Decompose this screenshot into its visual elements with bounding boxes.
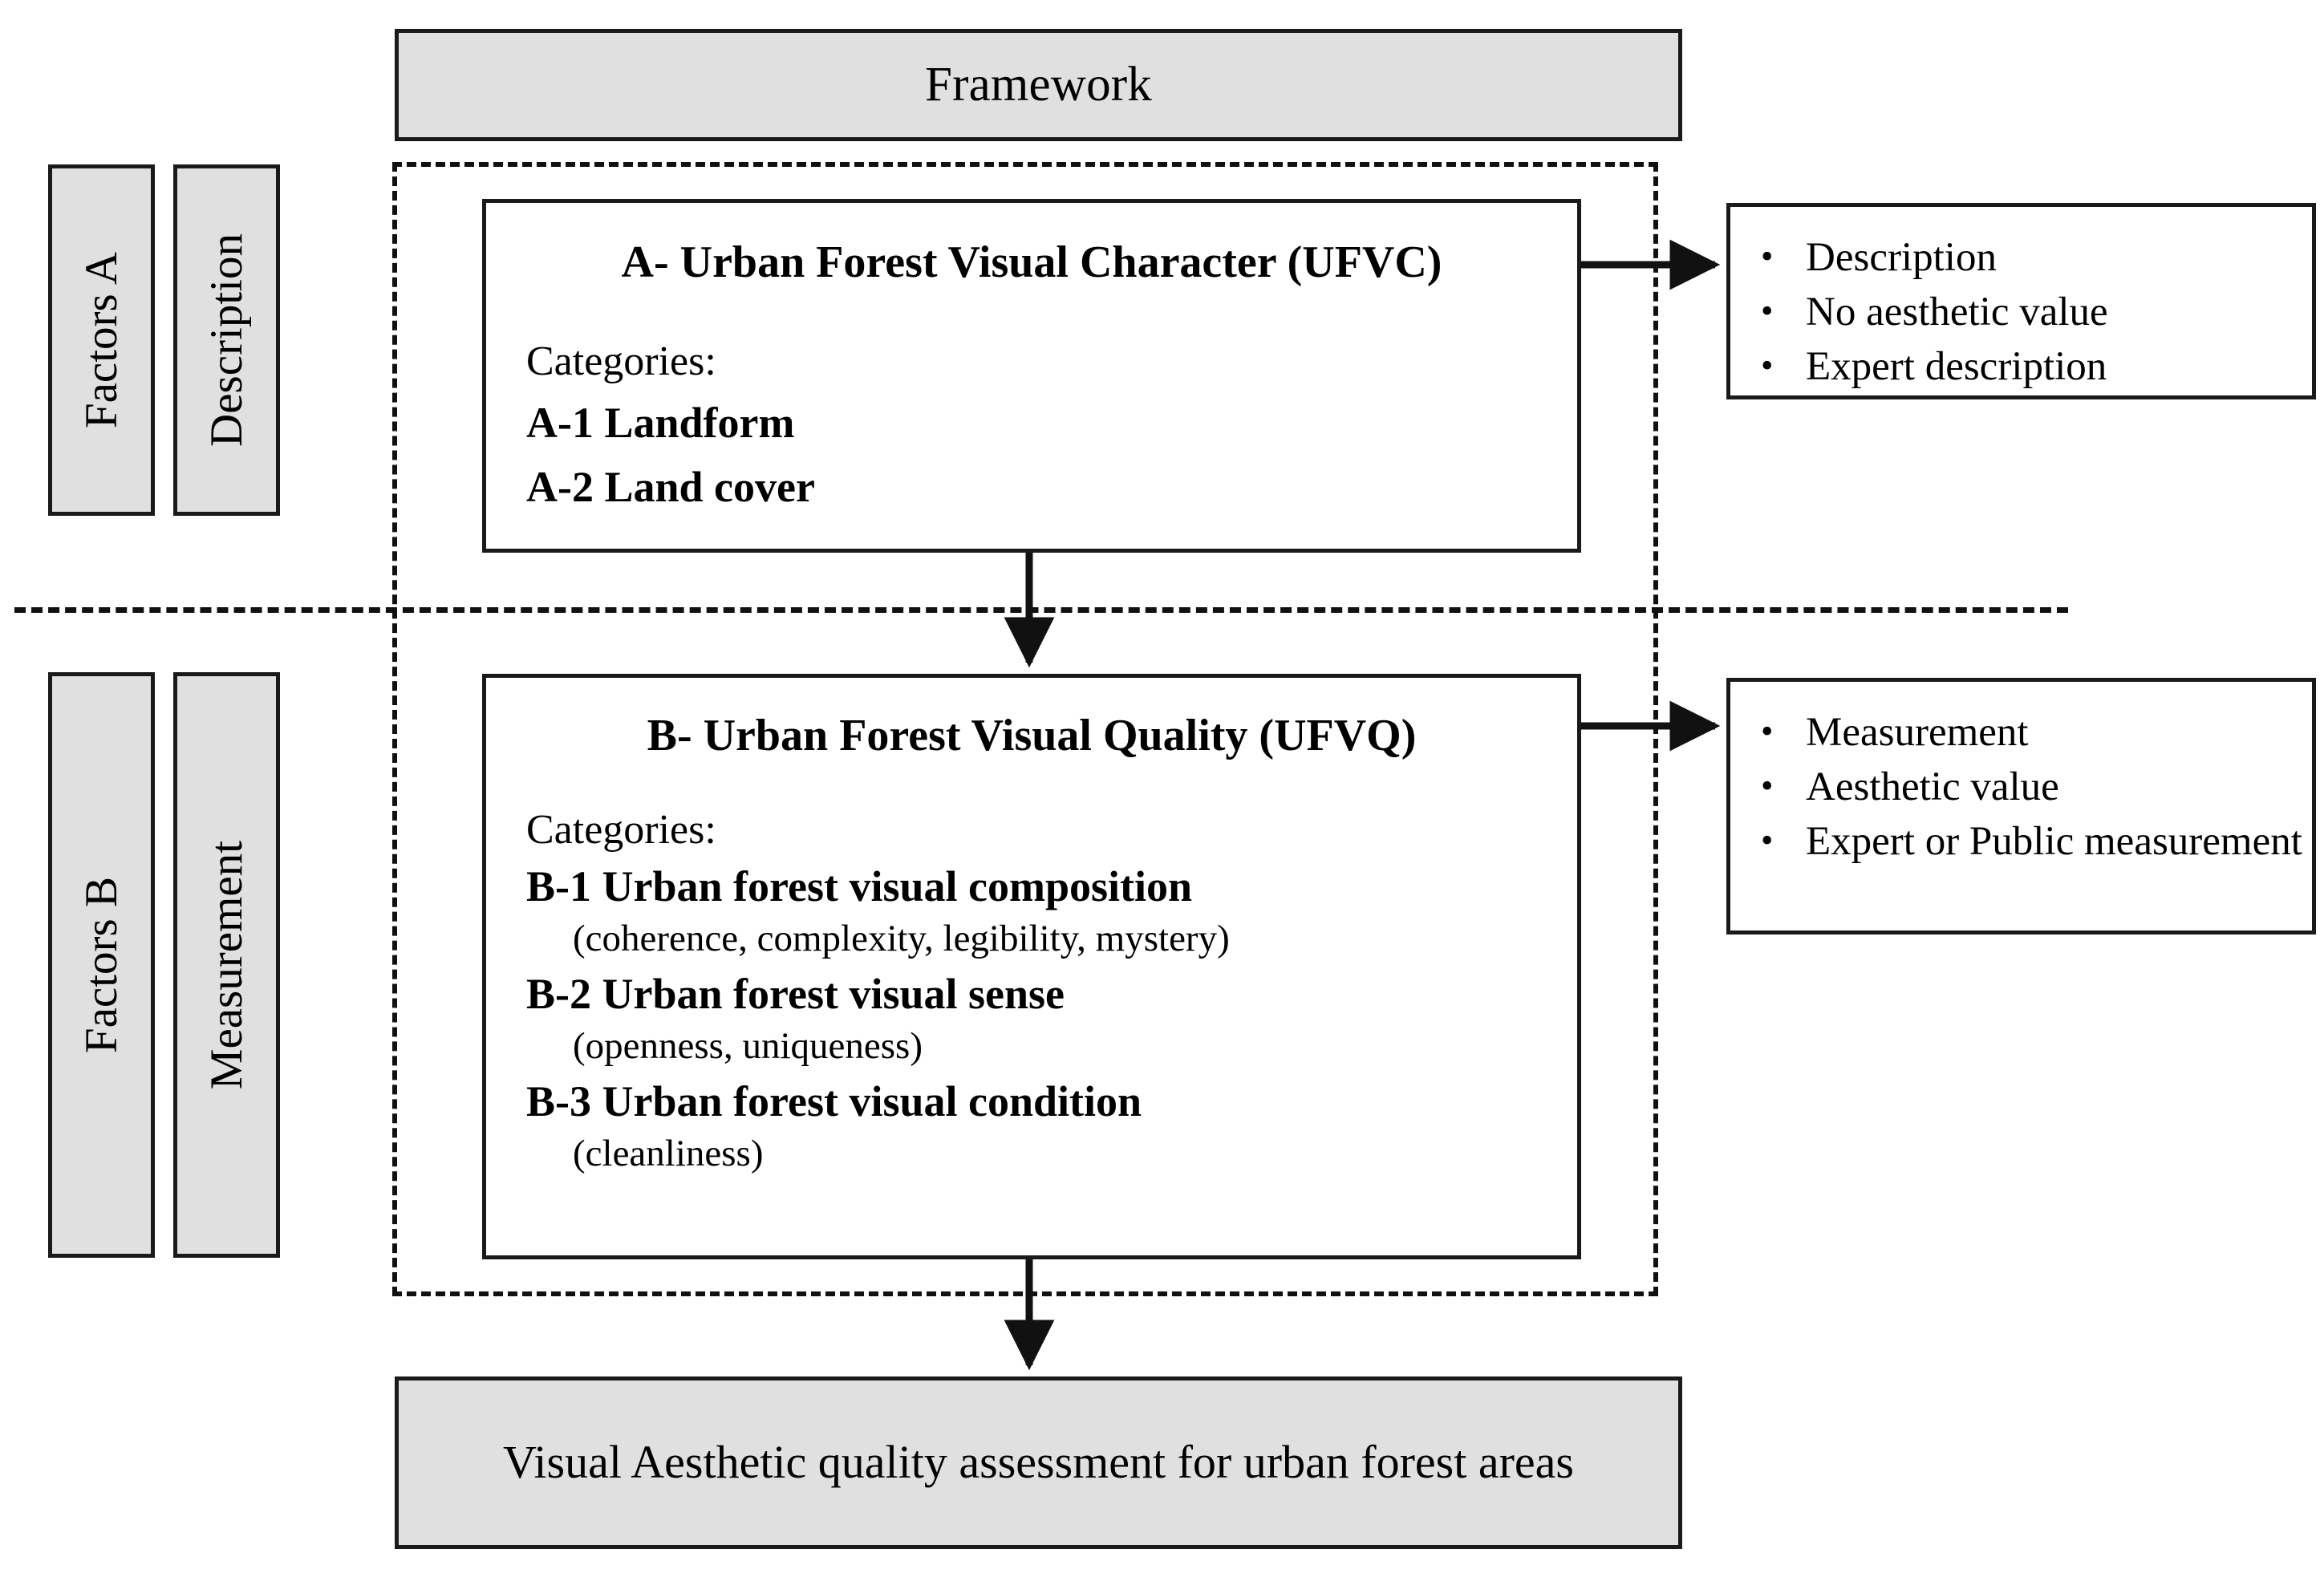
side-label-measurement-text: Measurement	[201, 840, 252, 1090]
result-text: Visual Aesthetic quality assessment for …	[503, 1436, 1574, 1489]
framework-title: Framework	[924, 58, 1152, 112]
bullet-dot-icon: •	[1761, 712, 1774, 751]
bullet-text: No aesthetic value	[1806, 290, 2108, 335]
bullet-text: Description	[1806, 235, 1997, 280]
bullet-list-item: • Description	[1730, 233, 2312, 282]
box-b-category-item: B-3 Urban forest visual condition	[526, 1077, 1142, 1126]
bullets-box-b: • Measurement • Aesthetic value • Expert…	[1726, 678, 2316, 935]
box-b-ufvq: B- Urban Forest Visual Quality (UFVQ) Ca…	[482, 674, 1581, 1259]
bullet-list-item: • Expert or Public measurement	[1730, 817, 2312, 866]
box-b-category-sub: (cleanliness)	[573, 1132, 764, 1174]
bullet-list-item: • Expert description	[1730, 342, 2312, 391]
bullet-list-item: • Measurement	[1730, 707, 2312, 757]
bullet-text: Aesthetic value	[1806, 764, 2059, 810]
box-b-category-sub: (openness, uniqueness)	[573, 1024, 923, 1067]
side-label-measurement: Measurement	[173, 672, 280, 1258]
bullet-dot-icon: •	[1761, 291, 1774, 331]
bullet-text: Expert description	[1806, 344, 2107, 390]
section-divider-dashed-line	[14, 607, 2068, 613]
box-a-category-item: A-1 Landform	[526, 399, 795, 447]
framework-header-box: Framework	[395, 29, 1682, 141]
bullet-dot-icon: •	[1761, 237, 1774, 276]
bullet-dot-icon: •	[1761, 346, 1774, 386]
box-a-category-item: A-2 Land cover	[526, 462, 815, 511]
side-label-factors-b-text: Factors B	[76, 876, 127, 1054]
side-label-factors-a: Factors A	[48, 164, 155, 516]
box-b-category-item: B-1 Urban forest visual composition	[526, 862, 1193, 910]
box-b-categories-label: Categories:	[526, 807, 716, 853]
bullet-list-item: • Aesthetic value	[1730, 762, 2312, 812]
box-a-ufvc: A- Urban Forest Visual Character (UFVC) …	[482, 199, 1581, 553]
bullet-dot-icon: •	[1761, 821, 1774, 861]
box-a-categories-label: Categories:	[526, 339, 716, 384]
bullets-box-a: • Description • No aesthetic value • Exp…	[1726, 203, 2316, 399]
side-label-description: Description	[173, 164, 280, 516]
box-b-category-sub: (coherence, complexity, legibility, myst…	[573, 917, 1230, 959]
bullet-list-item: • No aesthetic value	[1730, 287, 2312, 337]
side-label-factors-a-text: Factors A	[76, 251, 127, 429]
box-b-title: B- Urban Forest Visual Quality (UFVQ)	[647, 711, 1417, 760]
bullet-dot-icon: •	[1761, 766, 1774, 806]
box-b-category-item: B-2 Urban forest visual sense	[526, 970, 1065, 1019]
side-label-factors-b: Factors B	[48, 672, 155, 1258]
bullet-text: Measurement	[1806, 710, 2029, 755]
result-box: Visual Aesthetic quality assessment for …	[395, 1376, 1682, 1549]
bullet-text: Expert or Public measurement	[1806, 819, 2302, 865]
side-label-description-text: Description	[201, 233, 252, 447]
box-a-title: A- Urban Forest Visual Character (UFVC)	[621, 237, 1442, 287]
